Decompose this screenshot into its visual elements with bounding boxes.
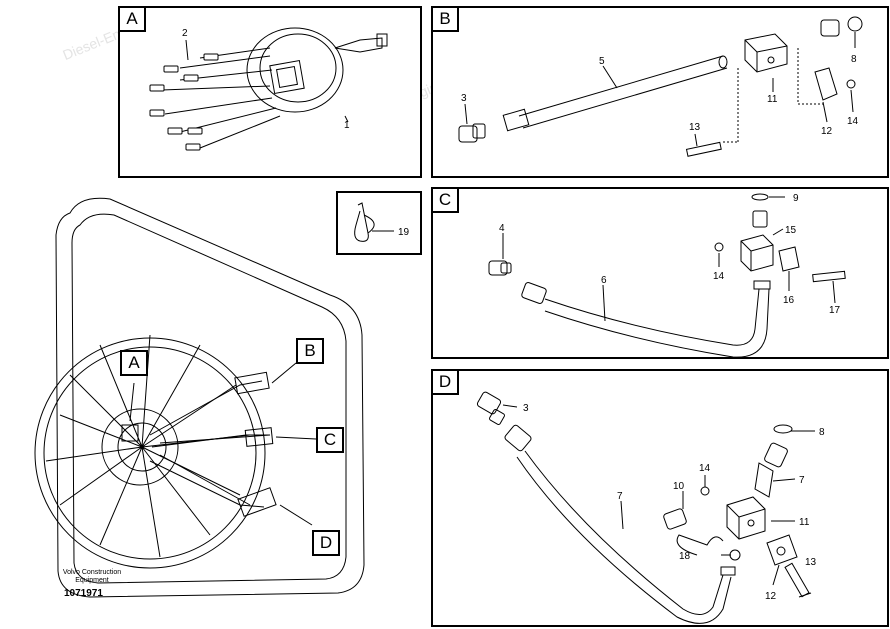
part-label: 9 <box>793 193 799 204</box>
part-label: 8 <box>851 54 857 65</box>
brake-chamber-drawing: 2 1 <box>149 27 388 151</box>
caption-line-1: Volvo Construction <box>62 569 122 576</box>
part-label: 3 <box>461 93 467 104</box>
part-label: 7 <box>799 475 805 486</box>
part-label: 14 <box>713 271 725 282</box>
document-number: 1071971 <box>64 588 103 599</box>
part-label: 11 <box>767 94 778 105</box>
pipe-assembly-c-drawing: 9 4 15 14 6 16 17 <box>488 193 846 357</box>
overview-callout-b: B <box>296 338 324 364</box>
part-label: 13 <box>689 122 701 133</box>
panel-clip: 19 <box>336 191 422 255</box>
part-label: 10 <box>673 481 685 492</box>
panel-c: C 9 4 15 14 6 16 <box>431 187 889 359</box>
panel-c-tag: C <box>433 189 459 213</box>
fan-overview-drawing <box>34 197 365 598</box>
part-label: 14 <box>699 463 711 474</box>
part-label: 17 <box>829 305 841 316</box>
pipe-assembly-d-drawing: 3 8 14 10 7 7 11 18 13 12 <box>476 391 825 624</box>
part-label: 12 <box>821 126 833 137</box>
part-label: 5 <box>599 56 605 67</box>
part-label: 4 <box>499 223 505 234</box>
clip-drawing: 19 <box>354 202 410 242</box>
panel-d: D <box>431 369 889 627</box>
panel-b: B <box>431 6 889 178</box>
panel-b-tag: B <box>433 8 459 32</box>
panel-d-tag: D <box>433 371 459 395</box>
caption-line-2: Equipment <box>75 577 109 584</box>
part-label: 14 <box>847 116 859 127</box>
part-label: 6 <box>601 275 607 286</box>
part-label: 11 <box>799 517 810 528</box>
part-label: 16 <box>783 295 795 306</box>
overview-callout-d: D <box>312 530 340 556</box>
part-label: 13 <box>805 557 817 568</box>
part-label: 3 <box>523 403 529 414</box>
footer-caption: Volvo Construction Equipment <box>52 569 132 585</box>
overview-callout-c: C <box>316 427 344 453</box>
panel-a-tag: A <box>120 8 146 32</box>
part-label: 19 <box>398 227 410 238</box>
part-label: 2 <box>182 28 188 39</box>
panel-a: A 2 1 <box>118 6 422 178</box>
part-label: 18 <box>679 551 691 562</box>
part-label: 8 <box>819 427 825 438</box>
pipe-assembly-b-drawing: 5 3 11 8 13 12 14 <box>458 16 863 157</box>
overview-callout-a: A <box>120 350 148 376</box>
part-label: 7 <box>617 491 623 502</box>
part-label: 1 <box>344 120 350 131</box>
part-label: 15 <box>785 225 797 236</box>
part-label: 12 <box>765 591 777 602</box>
